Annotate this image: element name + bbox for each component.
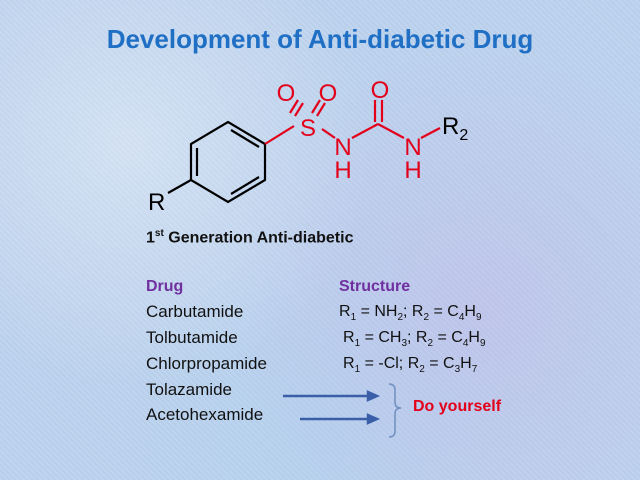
header-drug: Drug — [146, 278, 184, 295]
structure-formula: R1 = CH3; R2 = C4H9 — [343, 329, 486, 350]
atom-h1: H — [334, 157, 351, 184]
arrow-head-2 — [366, 413, 381, 425]
drug-name: Tolbutamide — [146, 328, 238, 347]
r-bond — [167, 179, 192, 194]
header-structure: Structure — [339, 278, 411, 295]
drug-name: Chlorpropamide — [146, 354, 267, 373]
atom-s: S — [300, 115, 316, 142]
substituent-r: R — [148, 189, 165, 216]
substituent-r2: R2 — [442, 113, 468, 144]
atom-n2: N — [404, 134, 421, 161]
drug-name: Tolazamide — [146, 380, 232, 399]
atom-o2: O — [319, 80, 338, 107]
atom-h2: H — [404, 157, 421, 184]
benzene-ring — [167, 120, 267, 204]
arrow-head-1 — [366, 390, 381, 402]
atom-o3: O — [371, 77, 390, 104]
generation-heading: 1st Generation Anti-diabetic — [146, 228, 354, 247]
atom-o1: O — [277, 80, 296, 107]
structure-formula: R1 = -Cl; R2 = C3H7 — [343, 355, 478, 376]
structure-formula: R1 = NH2; R2 = C4H9 — [339, 303, 482, 324]
do-yourself-note: Do yourself — [413, 398, 502, 415]
drug-name: Acetohexamide — [146, 405, 264, 424]
brace — [388, 383, 402, 438]
page-title: Development of Anti-diabetic Drug — [106, 24, 534, 54]
atom-n1: N — [334, 134, 351, 161]
drug-name: Carbutamide — [146, 302, 244, 321]
sulfonyl-urea-bonds — [264, 99, 441, 145]
